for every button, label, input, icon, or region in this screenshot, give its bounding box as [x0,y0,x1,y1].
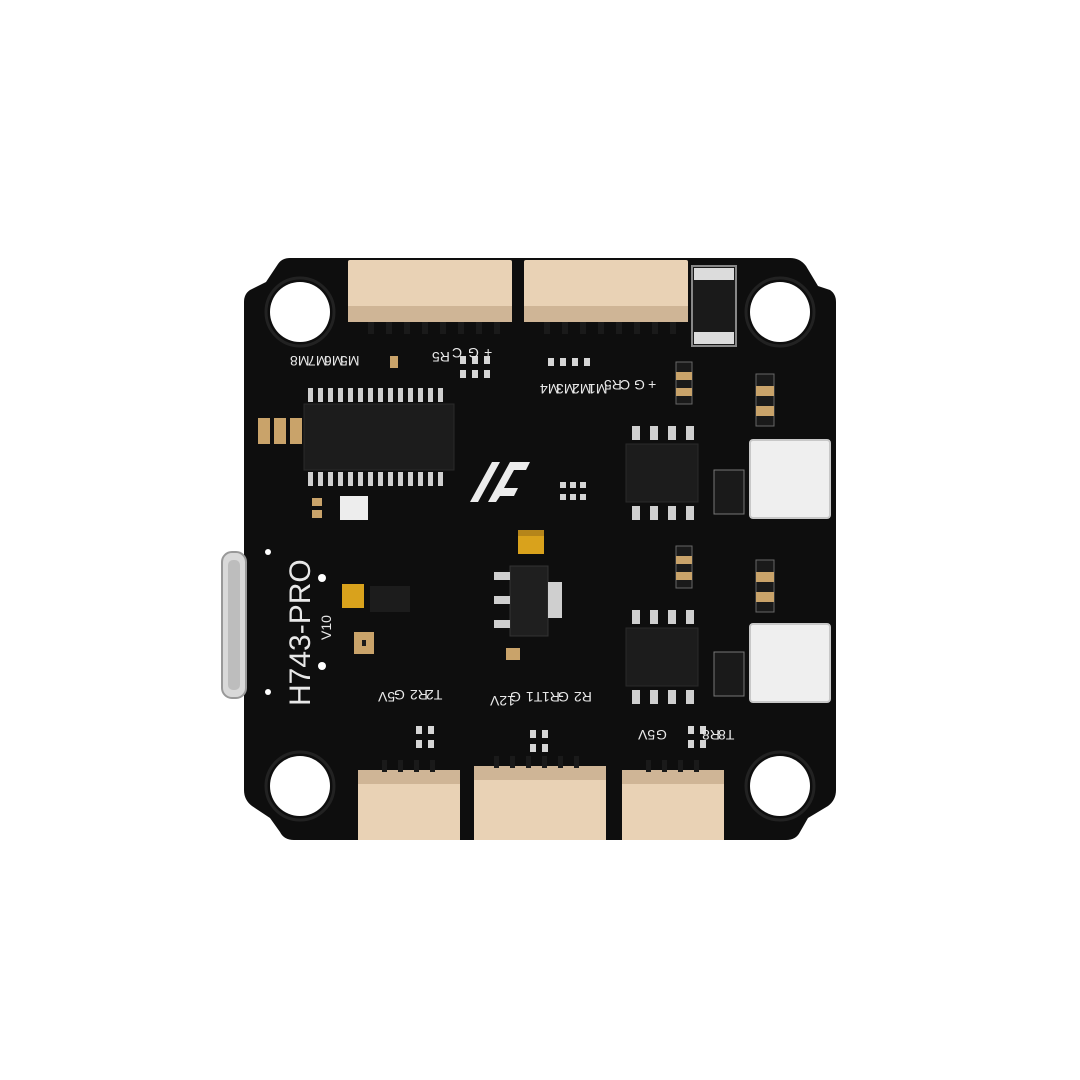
silk-label: G [558,689,569,705]
af-logo-icon [470,462,530,502]
tantalum-capacitor [342,584,364,608]
usb-c-port [221,551,247,699]
silk-label: G [634,377,645,393]
diode-top [691,265,737,347]
silk-label: M8 [290,353,310,369]
mosfet-lower [625,610,699,704]
mount-hole-bottom-left [270,756,330,816]
silk-label: R2 [574,689,592,705]
mount-hole-bottom-right [750,756,810,816]
connector-bottom-right [622,760,724,840]
silk-label: + [484,345,493,361]
connector-bottom-mid [474,756,606,840]
mount-hole-top-left [270,282,330,342]
silk-label: C [620,377,631,393]
silk-label: G [656,727,667,743]
inductor-lower [749,623,831,703]
model-label: H743-PRO [284,559,317,706]
silk-label: 5V [638,727,656,743]
inductor-upper [749,439,831,519]
silk-label: M5 [340,353,360,369]
connector-bottom-left [358,760,460,840]
silk-label: T8 [718,727,735,743]
silk-label: C [452,345,463,361]
silk-label: G [510,689,521,705]
silk-label: + [648,377,657,393]
silk-label: T1 [526,689,543,705]
led [340,496,368,520]
silk-label: G [468,345,479,361]
silk-label: G [394,687,405,703]
silk-label: 5V [378,689,396,705]
connector-top-right [524,260,688,334]
version-label: V10 [318,615,334,640]
mosfet-upper [625,426,699,520]
solder-pads-left [258,418,302,444]
silk-label: T2 [426,687,443,703]
capacitors-right [675,361,775,613]
connector-top-left [348,260,512,334]
ic-chip-left [303,388,455,486]
mount-hole-top-right [750,282,810,342]
silk-label: R5 [432,349,450,365]
voltage-regulator [494,530,562,660]
